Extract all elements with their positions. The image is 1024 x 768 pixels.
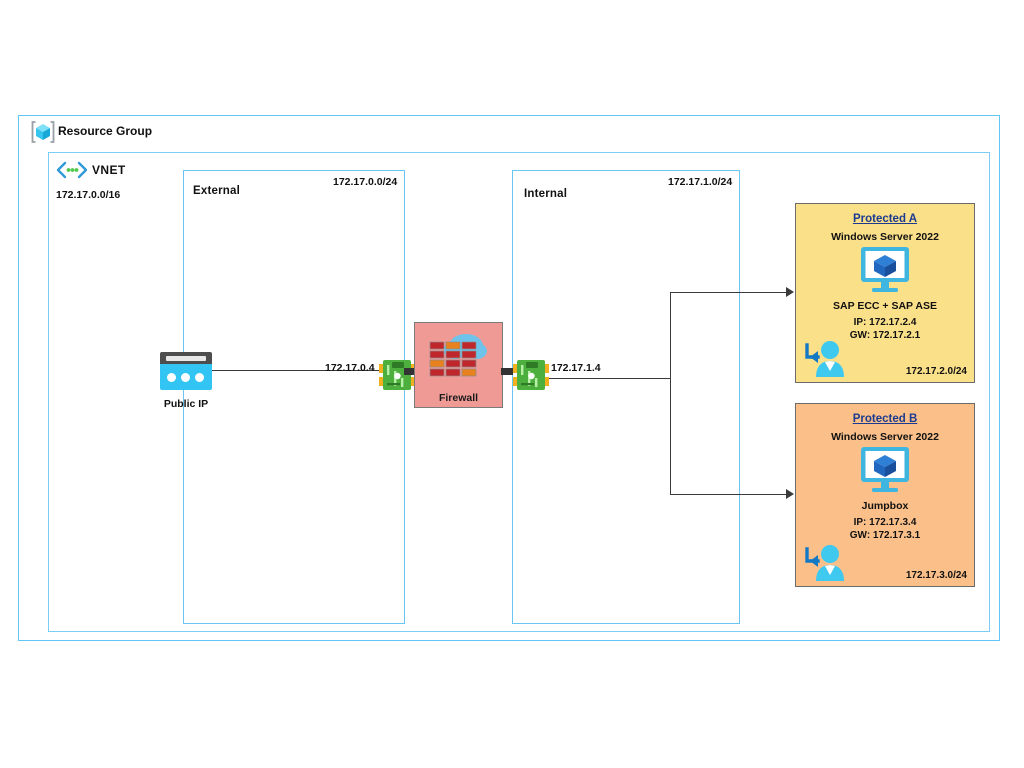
subnet-internal-cidr: 172.17.1.0/24 (668, 176, 733, 188)
user-login-icon (801, 541, 847, 583)
connector-branch-to-protected-b (670, 494, 788, 496)
public-ip-icon-top (160, 352, 212, 364)
protected-vm-b-title: Protected B (852, 413, 918, 425)
public-ip-icon-dot (181, 373, 190, 382)
resource-group-cube-icon (30, 119, 56, 145)
subnet-external-cidr: 172.17.0.0/24 (333, 176, 398, 188)
protected-vm-b-role: Jumpbox (861, 500, 909, 512)
public-ip-icon-dot (195, 373, 204, 382)
vnet-label: VNET (92, 163, 126, 177)
connector-branch-to-protected-a (670, 292, 788, 294)
protected-vm-a-title: Protected A (852, 213, 918, 225)
protected-vm-b-cidr: 172.17.3.0/24 (905, 570, 967, 581)
public-ip-label: Public IP (163, 398, 209, 410)
connector-nic-internal-to-branch (544, 378, 671, 380)
protected-vm-a: Protected A Windows Server 2022 SAP ECC … (795, 203, 975, 383)
connector-publicip-to-nic-external (212, 370, 384, 372)
public-ip-icon (160, 352, 212, 390)
public-ip-icon-dot (167, 373, 176, 382)
vnet-chevron-icon (56, 161, 88, 179)
network-interface-card-icon-external (379, 358, 415, 392)
subnet-internal-title: Internal (524, 188, 568, 200)
protected-vm-b-ip: IP: 172.17.3.4 (853, 517, 917, 528)
subnet-external-title: External (193, 185, 240, 197)
nic-external-ip-label: 172.17.0.4 (325, 362, 375, 374)
protected-vm-a-gateway: GW: 172.17.2.1 (849, 330, 921, 341)
nic-internal-ip-label: 172.17.1.4 (551, 362, 601, 374)
firewall-brick-cloud-icon (424, 328, 494, 386)
subnet-internal (512, 170, 740, 624)
public-ip-icon-slot (166, 355, 206, 361)
firewall-nic-internal-link (501, 368, 513, 375)
public-ip-icon-body (160, 364, 212, 390)
protected-vm-b-os: Windows Server 2022 (831, 431, 939, 443)
connector-branch-vertical (670, 292, 672, 494)
network-interface-card-icon-internal (513, 358, 549, 392)
arrowhead-protected-a (786, 287, 794, 297)
protected-vm-a-role: SAP ECC + SAP ASE (833, 300, 937, 312)
user-login-icon (801, 337, 847, 379)
protected-vm-a-os: Windows Server 2022 (831, 231, 939, 243)
resource-group-label: Resource Group (58, 124, 153, 138)
vnet-cidr-label: 172.17.0.0/16 (56, 189, 121, 201)
protected-vm-a-ip: IP: 172.17.2.4 (853, 317, 917, 328)
firewall-label: Firewall (438, 392, 479, 404)
virtual-machine-monitor-icon (857, 247, 913, 295)
virtual-machine-monitor-icon (857, 447, 913, 495)
protected-vm-b-gateway: GW: 172.17.3.1 (849, 530, 921, 541)
protected-vm-a-cidr: 172.17.2.0/24 (905, 366, 967, 377)
protected-vm-b: Protected B Windows Server 2022 Jumpbox … (795, 403, 975, 587)
nic-external-firewall-link (404, 368, 416, 375)
subnet-external (183, 170, 405, 624)
arrowhead-protected-b (786, 489, 794, 499)
